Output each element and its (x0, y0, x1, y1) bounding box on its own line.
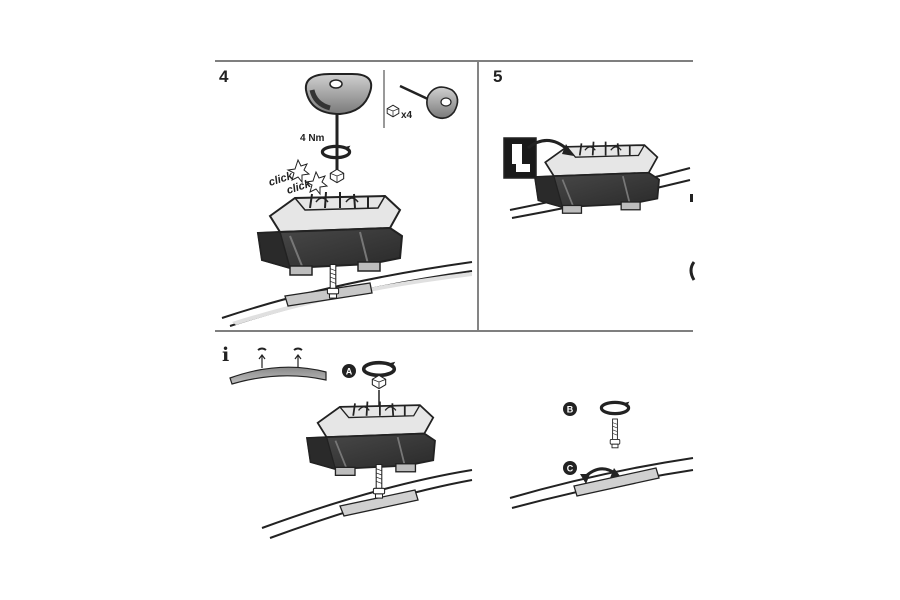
rail-slot (284, 282, 373, 307)
nut-icon (329, 168, 345, 184)
torque-label: 4 Nm (300, 133, 325, 144)
badge-b-label: B (567, 405, 574, 415)
mounting-bolt (372, 464, 386, 499)
marker-icon (257, 347, 267, 368)
badge-a-label: A (346, 367, 353, 377)
roof-profile (229, 347, 327, 385)
cropped-part (689, 261, 696, 281)
badge-b: B (563, 402, 577, 416)
cropped-part (690, 194, 693, 202)
step-5-number: 5 (493, 67, 502, 86)
insert-arrow-icon (527, 139, 570, 152)
mounting-bolt (609, 418, 621, 449)
info-panel: i A (222, 344, 694, 539)
mounting-bolt (326, 263, 340, 299)
roof-foot-mounted (534, 140, 660, 215)
roof-rail (221, 261, 473, 327)
rotation-arrow-icon (599, 400, 632, 416)
badge-c: C (563, 461, 577, 475)
rotation-arrow-icon (361, 360, 397, 378)
key-tool-inset (399, 84, 459, 120)
step-4-panel: 4 4 Nm click click (219, 67, 473, 327)
roof-rail (261, 469, 473, 539)
roof-foot (306, 400, 436, 477)
spark-icon (286, 158, 311, 184)
nut-icon (386, 104, 400, 118)
torque-key-tool (304, 73, 373, 184)
click-sound-effect: click click (267, 158, 329, 197)
badge-c-label: C (567, 464, 574, 474)
rail-slot (573, 467, 660, 497)
nut-quantity-label: x4 (401, 110, 413, 121)
end-cap-icon (503, 137, 537, 179)
step-5-panel: 5 (493, 67, 696, 281)
badge-a: A (342, 364, 356, 378)
spark-icon (304, 170, 329, 196)
step-4-number: 4 (219, 67, 229, 86)
rail-slot (339, 489, 419, 517)
panel-grid (215, 60, 693, 332)
roof-rail (509, 457, 694, 509)
roof-foot (257, 191, 403, 276)
info-icon: i (222, 344, 229, 366)
marker-icon (293, 347, 303, 368)
nut-icon (371, 374, 387, 390)
